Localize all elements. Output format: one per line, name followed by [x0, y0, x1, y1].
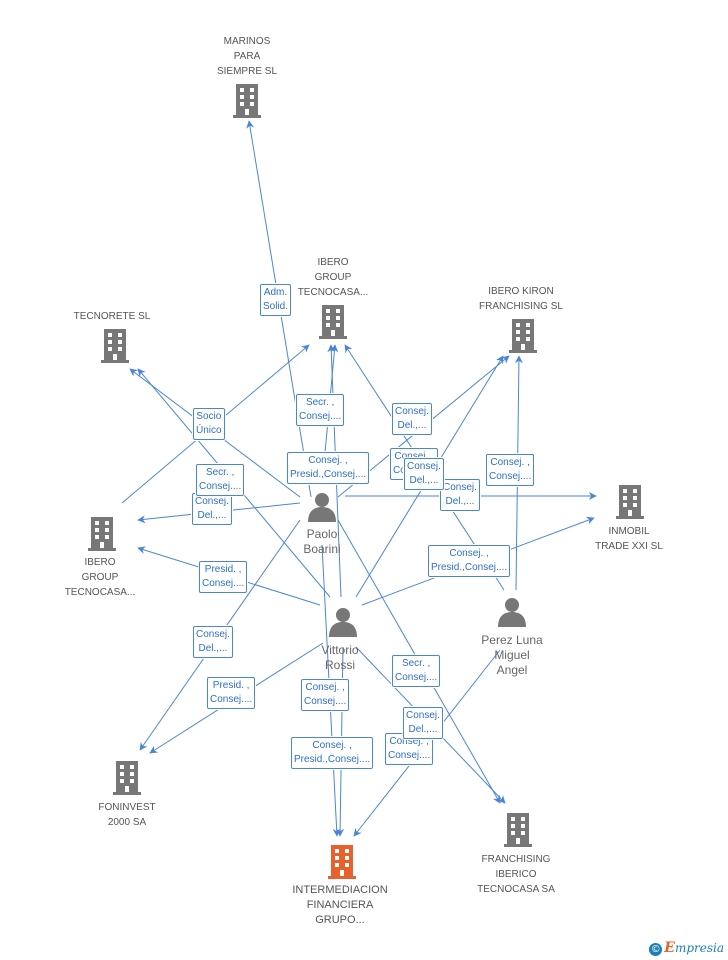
- building-icon[interactable]: [319, 305, 347, 339]
- brand-name: mpresia: [674, 941, 724, 955]
- role-label-extra[interactable]: Consej. Del.,...: [404, 458, 444, 490]
- role-label-vittorio-to-inmobil[interactable]: Consej. , Presid.,Consej....: [428, 545, 511, 577]
- person-icon[interactable]: [498, 598, 526, 627]
- company-name-franchising[interactable]: FRANCHISING IBERICO TECNOCASA SA: [477, 854, 555, 895]
- company-name-ibero_group_top[interactable]: IBERO GROUP TECNOCASA...: [297, 257, 369, 298]
- role-label-paolo-to-inmobil[interactable]: Consej. , Presid.,Consej....: [287, 452, 370, 484]
- role-label-ibero_group_left-to-ibero_group_top[interactable]: Socio Único: [193, 408, 225, 440]
- role-label-perez-to-ibero_kiron[interactable]: Consej. , Consej....: [486, 454, 535, 486]
- building-icon[interactable]: [616, 485, 644, 519]
- building-icon[interactable]: [88, 517, 116, 551]
- building-icon[interactable]: [113, 761, 141, 795]
- company-name-foninvest[interactable]: FONINVEST 2000 SA: [98, 802, 156, 828]
- building-icon[interactable]: [328, 845, 356, 879]
- role-label-vittorio-to-ibero_group_left[interactable]: Presid. , Consej....: [199, 561, 248, 593]
- role-label-paolo-to-intermediacion[interactable]: Consej. , Presid.,Consej....: [291, 737, 374, 769]
- role-label-vittorio-to-foninvest[interactable]: Presid. , Consej....: [207, 677, 256, 709]
- role-label-paolo-to-ibero_group_left[interactable]: Consej. Del.,...: [192, 493, 232, 525]
- building-icon[interactable]: [504, 813, 532, 847]
- role-label-paolo-to-ibero_kiron[interactable]: Consej. Del.,...: [392, 403, 432, 435]
- company-name-inmobil[interactable]: INMOBIL TRADE XXI SL: [595, 526, 663, 552]
- role-label-paolo-to-franchising[interactable]: Secr. , Consej....: [392, 655, 441, 687]
- brand-initial: E: [664, 940, 675, 956]
- brand-footer[interactable]: ©Empresia: [649, 940, 724, 956]
- company-name-tecnorete[interactable]: TECNORETE SL: [73, 311, 151, 322]
- building-icon[interactable]: [233, 84, 261, 118]
- person-icon[interactable]: [308, 493, 336, 522]
- company-name-intermediacion[interactable]: INTERMEDIACION FINANCIERA GRUPO...: [292, 884, 388, 926]
- person-name-perez[interactable]: Perez Luna Miguel Angel: [481, 633, 543, 677]
- person-icon[interactable]: [329, 608, 357, 637]
- role-label-extra[interactable]: Secr. , Consej....: [196, 464, 245, 496]
- person-name-paolo[interactable]: Paolo Boarini: [303, 527, 341, 556]
- role-label-vittorio-to-franchising[interactable]: Consej. Del.,...: [403, 707, 443, 739]
- company-name-ibero_kiron[interactable]: IBERO KIRON FRANCHISING SL: [479, 286, 563, 312]
- role-label-extra[interactable]: Consej. Del.,...: [440, 479, 480, 511]
- building-icon[interactable]: [101, 329, 129, 363]
- role-label-paolo-to-marinos[interactable]: Adm. Solid.: [260, 284, 292, 316]
- copyright-icon: ©: [649, 943, 663, 956]
- role-label-paolo-to-ibero_group_top[interactable]: Secr. , Consej....: [296, 394, 345, 426]
- role-label-vittorio-to-intermediacion[interactable]: Consej. , Consej....: [301, 679, 350, 711]
- building-icon[interactable]: [509, 319, 537, 353]
- role-label-paolo-to-foninvest[interactable]: Consej. Del.,...: [193, 626, 233, 658]
- company-name-marinos[interactable]: MARINOS PARA SIEMPRE SL: [216, 36, 278, 77]
- person-name-vittorio[interactable]: Vittorio Rossi: [321, 643, 359, 672]
- company-name-ibero_group_left[interactable]: IBERO GROUP TECNOCASA...: [64, 557, 136, 598]
